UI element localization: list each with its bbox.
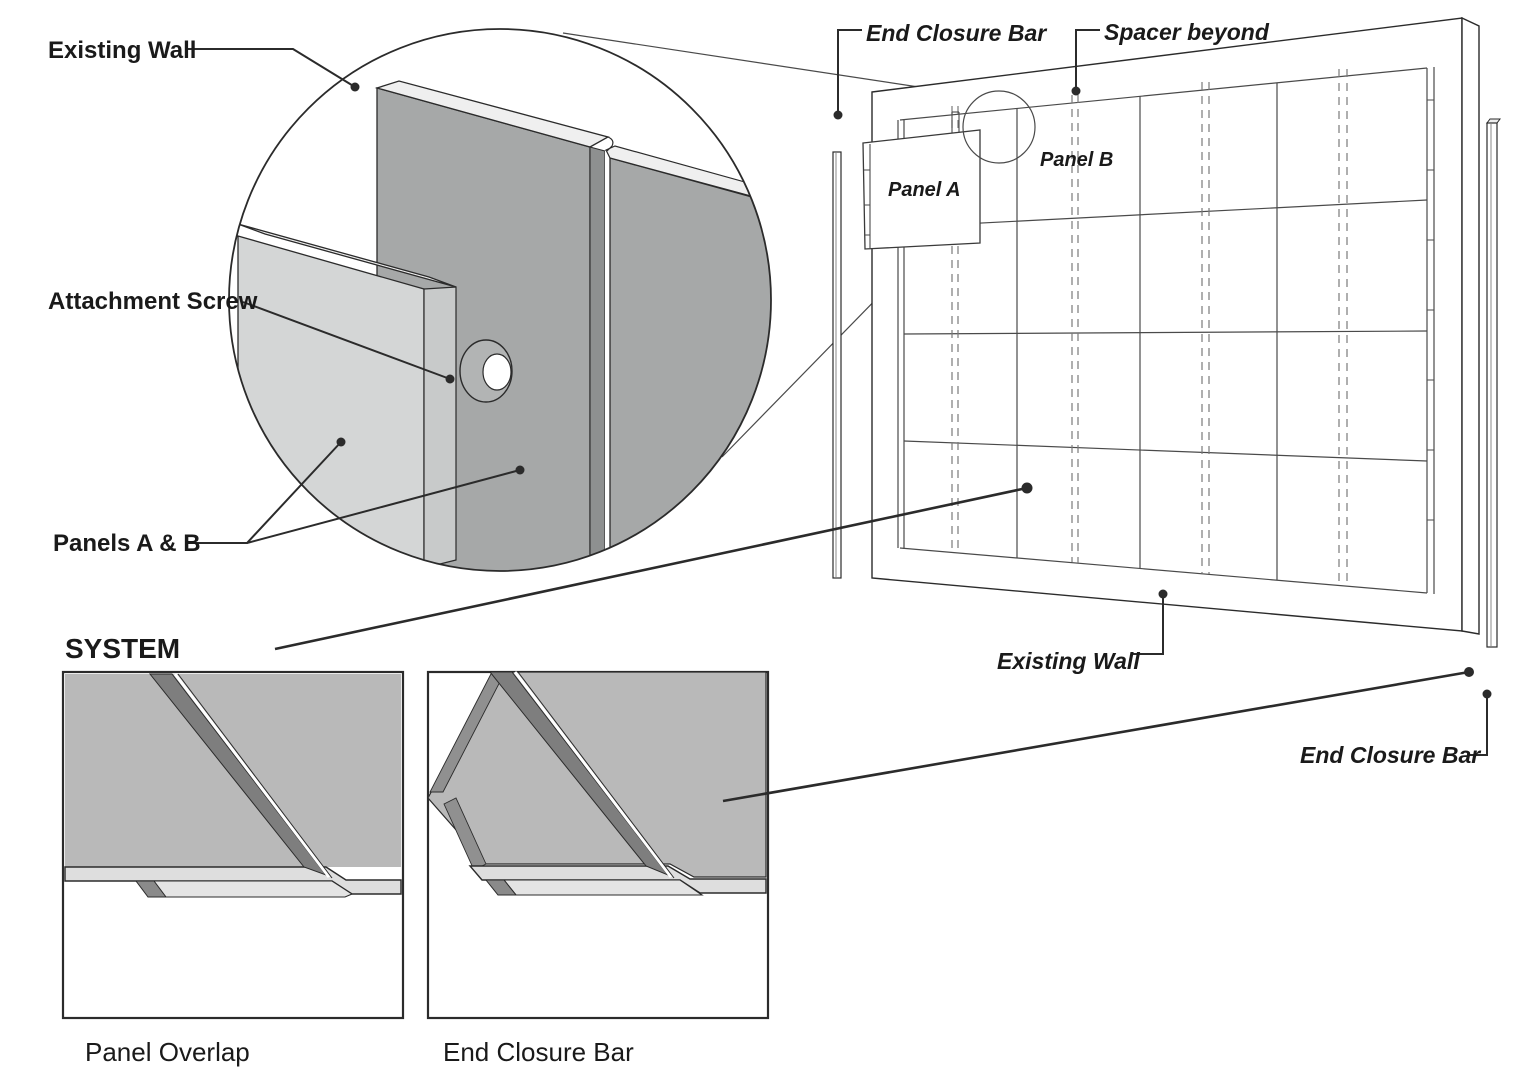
seam-callout-circle [962, 90, 1036, 164]
overlap-lower-panel-flange [151, 880, 354, 898]
panel-b-label: Panel B [1040, 149, 1113, 171]
attachment-screw-leader [242, 301, 451, 380]
panel-overlap-detail [61, 670, 405, 1020]
panels-ab-dot-1 [336, 437, 346, 447]
overlap-spacer-highlight [173, 673, 331, 878]
attachment-screw-hole [482, 353, 512, 391]
attachment-screw-label: Attachment Screw [48, 288, 258, 315]
system-reference-dot [1021, 482, 1033, 494]
panel-row-joint-2 [903, 330, 1428, 335]
spacer-beyond-label: Spacer beyond [1104, 19, 1270, 45]
existing-wall-front-face [871, 17, 1463, 632]
spacer-beyond-leader-dot [1071, 86, 1081, 96]
closure-spacer-highlight [513, 671, 673, 878]
detail-panel-a-side-face [423, 286, 457, 569]
panels-ab-dot-2 [515, 465, 525, 475]
overlap-lower-panel-edge [135, 880, 167, 898]
existing-wall-leader [186, 48, 356, 88]
detail-seam-gap [605, 151, 610, 571]
panel-overlap-caption: Panel Overlap [85, 1037, 250, 1067]
end-closure-bar-left [832, 151, 842, 579]
ecb-bottom-label: End Closure Bar [1300, 742, 1481, 768]
detail-panel-right-front-face [609, 157, 771, 571]
detail-circle-view [228, 28, 772, 572]
ecb-bottom-leader [1468, 694, 1488, 756]
end-closure-bar-caption: End Closure Bar [443, 1037, 634, 1067]
detail-panel-a-front-face [237, 235, 425, 571]
spacer-beyond-leader [1075, 29, 1100, 91]
closure-lower-flange [502, 879, 704, 896]
ecb-top-label: End Closure Bar [866, 20, 1047, 46]
panel-a-screw-ticks [864, 169, 870, 236]
closure-spacer-edge-line [517, 671, 675, 879]
ecb-top-leader-dot [833, 110, 843, 120]
existing-wall-leader-dot [350, 82, 360, 92]
existing-wall-bottom-leader-dot [1158, 589, 1168, 599]
system-title: SYSTEM [65, 633, 180, 664]
panel-a-label: Panel A [888, 179, 961, 201]
panels-ab-leader-2 [246, 469, 521, 544]
spacer-stub [951, 111, 960, 133]
panel-a [862, 129, 981, 250]
existing-wall-label: Existing Wall [48, 37, 196, 64]
callout-tangent-top [562, 32, 979, 97]
closure-reference-line [722, 670, 1470, 803]
closure-reference-dot [1464, 667, 1474, 677]
closure-wall-section [427, 671, 767, 878]
end-closure-bar-detail [426, 670, 770, 1020]
ecb-top-leader [837, 29, 862, 115]
panel-row-joint-1 [903, 199, 1428, 228]
detail-circle-outline [228, 28, 772, 572]
overlap-spacer-edge-line [177, 673, 333, 879]
spacers-beyond-dashed [951, 69, 1348, 586]
wall-isometric-view [832, 16, 1501, 648]
panels-ab-label: Panels A & B [53, 530, 201, 557]
existing-wall-bottom-label: Existing Wall [997, 648, 1140, 674]
panel-row-joint-3 [903, 440, 1428, 462]
detail-panel-b-edge [589, 146, 606, 571]
attachment-screw-leader-dot [445, 374, 455, 384]
end-closure-bar-right [1486, 118, 1501, 648]
ecb-bottom-leader-dot [1482, 689, 1492, 699]
detail-overlap-jog [606, 136, 614, 152]
panel-field-bottom-edge [899, 547, 1428, 594]
closure-lower-flange-edge [484, 879, 518, 896]
right-bar-screw-ticks [1427, 99, 1434, 521]
closure-flange-cut-edge [443, 797, 487, 871]
detail-panel-right-top-face [605, 145, 771, 207]
system-reference-line [274, 486, 1028, 651]
leader-lines [186, 29, 1492, 803]
existing-wall-side-face [1461, 16, 1480, 635]
existing-wall-bottom-leader [1133, 594, 1164, 655]
